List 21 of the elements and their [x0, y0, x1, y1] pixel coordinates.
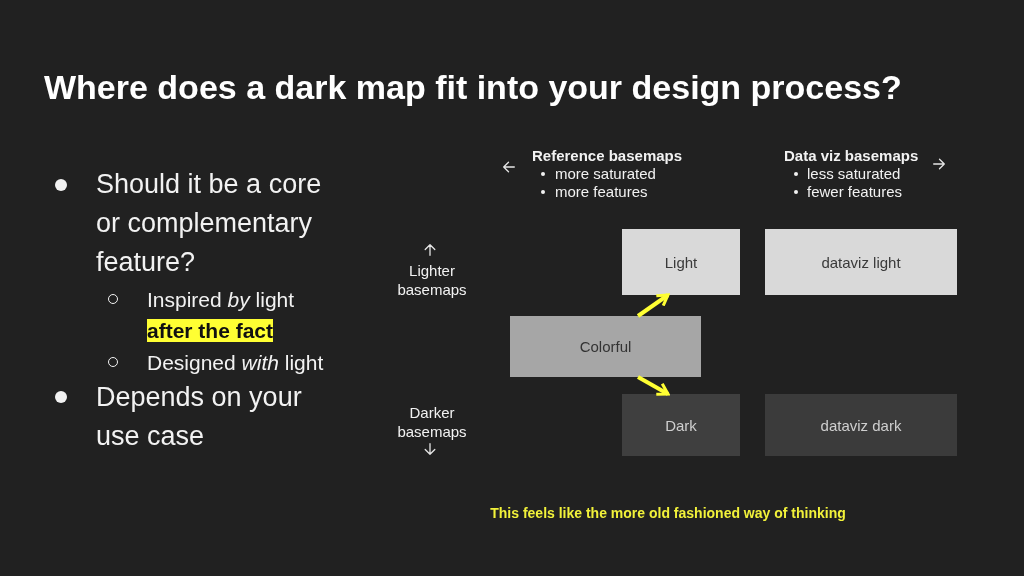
column-heading: Data viz basemaps	[784, 147, 919, 165]
slide-title: Where does a dark map fit into your design process?	[44, 67, 902, 107]
basemap-box: Light	[622, 229, 740, 295]
note-text: This feels like the more old fashioned way of thinking	[490, 504, 846, 522]
basemap-box: Colorful	[510, 316, 701, 377]
list-item: less saturated	[807, 165, 901, 183]
bullet-text: Should it be a core or complementary feature?	[96, 168, 323, 279]
bullet-text: Designed with light	[147, 350, 324, 376]
axis-label: Lighter basemaps	[396, 261, 468, 299]
arrow	[637, 375, 670, 396]
bullet-text: Inspired by light after the fact	[147, 287, 296, 344]
basemap-box: dataviz light	[765, 229, 957, 295]
basemap-box: Dark	[622, 394, 740, 456]
arrow	[636, 293, 670, 318]
column-heading: Reference basemaps	[532, 147, 683, 165]
axis-label: Darker basemaps	[396, 403, 468, 441]
list-item: more features	[555, 183, 648, 201]
list-item: fewer features	[807, 183, 903, 201]
basemap-box: dataviz dark	[765, 394, 957, 456]
list-item: more saturated	[555, 165, 656, 183]
bullet-text: Depends on your use case	[96, 381, 303, 453]
